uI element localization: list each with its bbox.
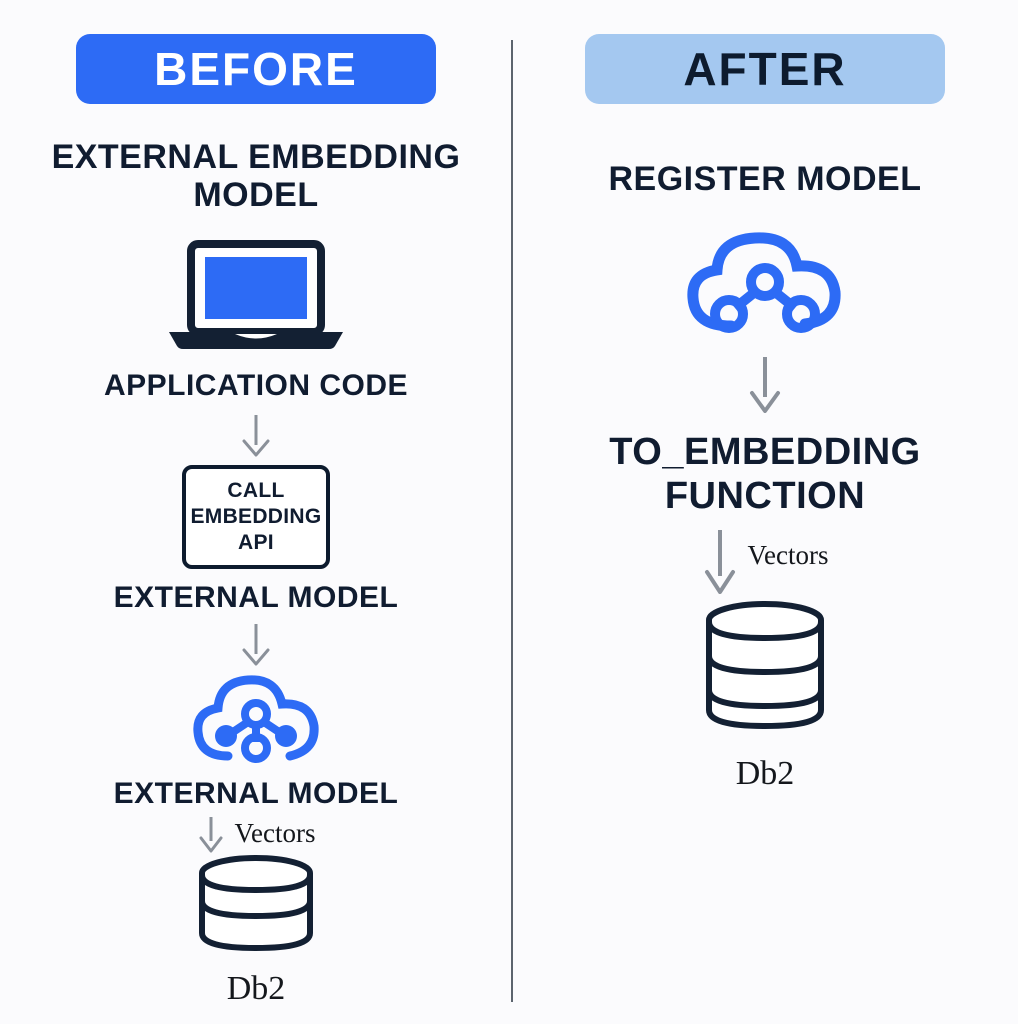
to-embedding-function-label: TO_EMBEDDING FUNCTION [609,431,920,518]
database-caption: Db2 [735,755,795,793]
function-line-1: TO_EMBEDDING [609,431,921,474]
call-box-line-3: API [238,530,274,554]
laptop-icon [163,240,349,355]
vectors-label: Vectors [747,539,829,570]
after-column: AFTER REGISTER MODEL TO_EMBEDDING FUNCTI… [512,0,1018,1024]
before-badge: BEFORE [76,34,436,104]
column-divider [511,40,513,1002]
call-box-line-2: EMBEDDING [190,504,322,528]
down-arrow-icon [197,815,225,853]
call-embedding-api-box: CALL EMBEDDING API [182,464,330,569]
database-cylinder-icon [700,600,830,741]
call-box-line-1: CALL [227,479,285,503]
down-arrow-icon [239,413,273,457]
application-code-label: APPLICATION CODE [103,369,409,403]
before-heading: EXTERNAL EMBEDDING MODEL [51,138,461,215]
vectors-label: Vectors [234,818,316,849]
down-arrow-icon [702,528,738,595]
after-badge: AFTER [585,34,945,104]
cloud-network-icon [679,228,851,341]
function-line-2: FUNCTION [664,474,866,517]
after-heading: REGISTER MODEL [608,160,922,198]
vectors-arrow-row: Vectors [197,815,316,853]
down-arrow-icon [239,622,273,666]
database-caption: Db2 [226,969,286,1007]
external-model-label-2: EXTERNAL MODEL [113,777,399,811]
vectors-arrow-row: Vectors [702,528,829,595]
external-model-label-1: EXTERNAL MODEL [113,580,399,614]
cloud-network-icon [186,670,326,771]
database-cylinder-icon [195,854,317,960]
down-arrow-icon [747,355,783,414]
before-column: BEFORE EXTERNAL EMBEDDING MODEL APPLICAT… [51,34,461,1007]
